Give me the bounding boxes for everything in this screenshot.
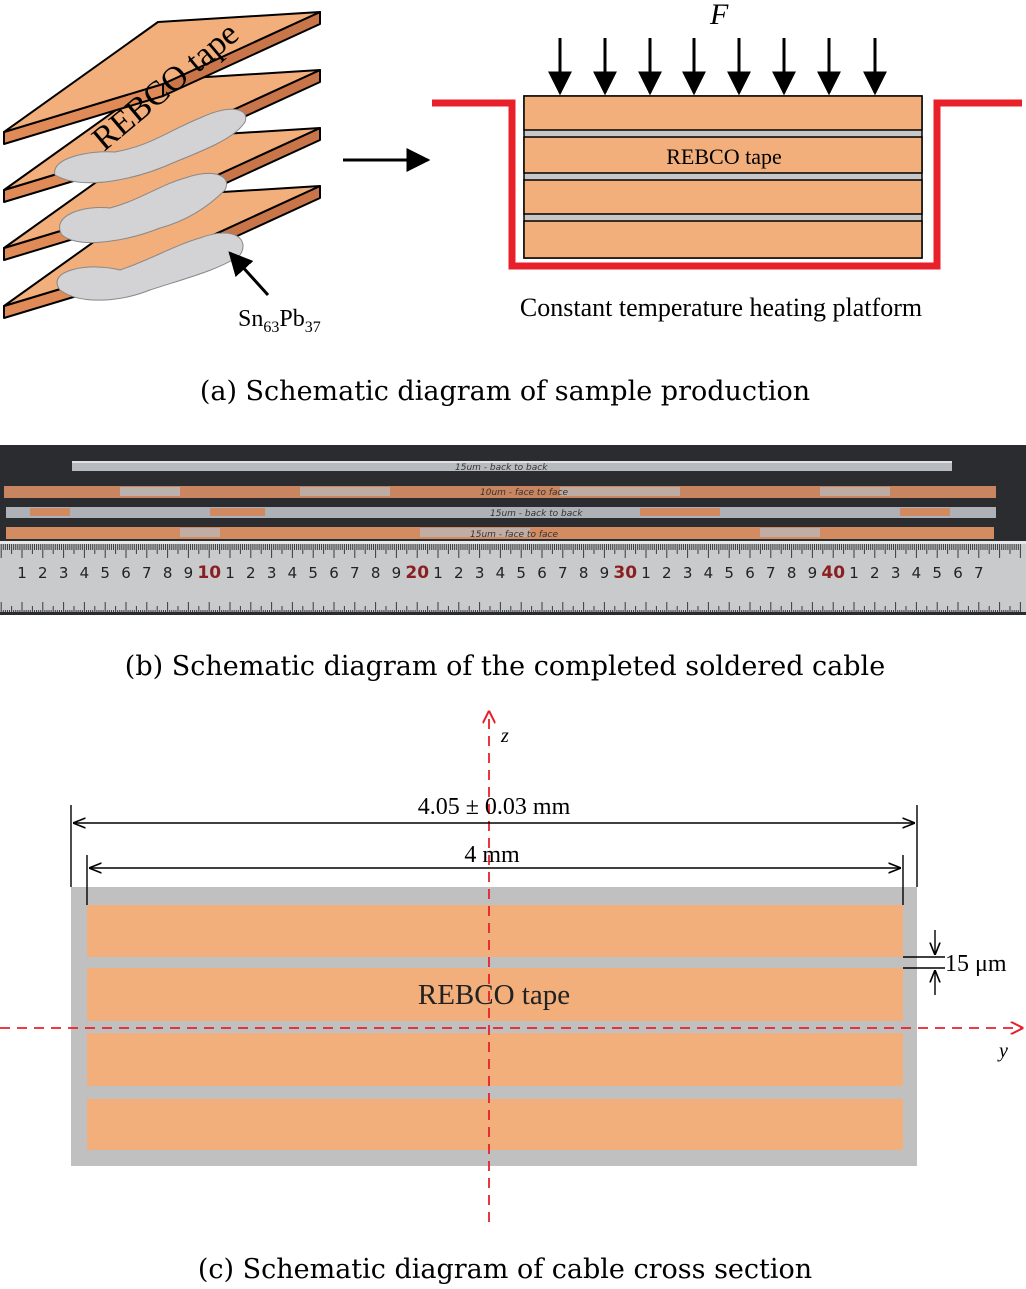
inner-dimension-label: 4 mm: [464, 842, 520, 868]
ruler-number: 2: [38, 564, 48, 582]
y-axis-label: y: [997, 1040, 1008, 1062]
outer-dimension-label: 4.05 ± 0.03 mm: [418, 794, 571, 820]
ruler-number: 8: [163, 564, 173, 582]
solder-pointer-arrow: [228, 251, 270, 297]
ruler-number: 7: [350, 564, 360, 582]
force-label: F: [709, 0, 729, 31]
tape-layer-4: [87, 1099, 903, 1150]
tape-note-2: 10um - face to face: [480, 488, 568, 498]
ruler-number: 4: [288, 564, 298, 582]
ruler-number: 8: [579, 564, 589, 582]
panel-b: 15um - back to back 10um - face to face …: [0, 445, 1026, 682]
ruler-number: 9: [392, 564, 402, 582]
ruler-number: 7: [766, 564, 776, 582]
panel-a: REBCO tape Sn63Pb37 F REBCO tape: [3, 0, 1022, 407]
cross-section-tape-label: REBCO tape: [418, 979, 570, 1011]
tape-layer-1: [87, 905, 903, 957]
caption-a: (a) Schematic diagram of sample producti…: [200, 376, 810, 407]
ruler-number: 1: [849, 564, 859, 582]
ruler-number: 4: [912, 564, 922, 582]
ruler-number: 4: [80, 564, 90, 582]
ruler-number: 5: [932, 564, 942, 582]
panel-c: REBCO tape z y 4.05 ± 0.03 mm 4 mm 15 μm: [0, 712, 1022, 1285]
ruler-number: 5: [100, 564, 110, 582]
ruler-number: 3: [891, 564, 901, 582]
ruler-number: 3: [267, 564, 277, 582]
ruler-number: 3: [683, 564, 693, 582]
ruler-number: 2: [454, 564, 464, 582]
tape-layer-2: [87, 968, 903, 1021]
ruler-number: 3: [475, 564, 485, 582]
gap-dimension: [903, 930, 945, 995]
caption-c: (c) Schematic diagram of cable cross sec…: [198, 1254, 812, 1285]
cable-cross-section: [71, 887, 917, 1166]
ruler-number: 4: [704, 564, 714, 582]
tape-note-4: 15um - face to face: [470, 530, 558, 540]
ruler-number: 9: [808, 564, 818, 582]
tape-note-3: 15um - back to back: [490, 509, 583, 519]
outer-dimension: [70, 805, 918, 887]
ruler-number: 9: [184, 564, 194, 582]
ruler-number: 30: [613, 563, 637, 583]
ruler-number: 2: [870, 564, 880, 582]
ruler-number: 5: [308, 564, 318, 582]
photo-tape-3: [6, 507, 996, 518]
ruler-number: 6: [537, 564, 547, 582]
ruler-number: 2: [246, 564, 256, 582]
ruler-number: 6: [329, 564, 339, 582]
z-axis-label: z: [500, 725, 509, 747]
platform-label: Constant temperature heating platform: [520, 293, 922, 322]
ruler-number: 4: [496, 564, 506, 582]
ruler-number: 5: [516, 564, 526, 582]
pressed-tape-stack: [523, 95, 923, 259]
ruler-ticks: [0, 544, 1021, 612]
tape-plate-2: [3, 69, 321, 203]
ruler-number: 8: [371, 564, 381, 582]
ruler-number: 10: [197, 563, 221, 583]
ruler-number: 6: [121, 564, 131, 582]
force-arrows: [548, 38, 887, 96]
ruler-number: 9: [600, 564, 610, 582]
ruler-number: 8: [787, 564, 797, 582]
ruler-number: 5: [724, 564, 734, 582]
ruler-number: 7: [974, 564, 984, 582]
photo-tape-2: [4, 486, 996, 498]
exploded-tape-stack: [3, 11, 321, 319]
ruler-number: 2: [662, 564, 672, 582]
ruler-number: 6: [745, 564, 755, 582]
tape-note-1: 15um - back to back: [455, 463, 548, 473]
ruler-number: 40: [821, 563, 845, 583]
ruler-number: 1: [641, 564, 651, 582]
pressed-tape-label: REBCO tape: [666, 144, 782, 169]
photo-tape-4: [6, 527, 994, 539]
ruler: [0, 541, 1026, 612]
ruler-number: 7: [558, 564, 568, 582]
ruler-number: 20: [405, 563, 429, 583]
ruler-number: 1: [433, 564, 443, 582]
gap-dimension-label: 15 μm: [945, 951, 1007, 977]
heating-platform: [432, 99, 1022, 270]
ruler-number: 1: [225, 564, 235, 582]
ruler-number: 6: [953, 564, 963, 582]
photo-tape-1: [72, 461, 952, 471]
ruler-number: 1: [17, 564, 27, 582]
tape-notes: 15um - back to back 10um - face to face …: [455, 463, 583, 540]
ruler-number: 3: [59, 564, 69, 582]
inner-dimension: [86, 855, 904, 905]
tape-plate-4: [3, 185, 321, 319]
tape-plate-1: [3, 11, 321, 145]
ruler-number: 7: [142, 564, 152, 582]
caption-b: (b) Schematic diagram of the completed s…: [125, 651, 885, 682]
solder-label: Sn63Pb37: [238, 306, 321, 336]
tape-layer-3: [87, 1033, 903, 1086]
